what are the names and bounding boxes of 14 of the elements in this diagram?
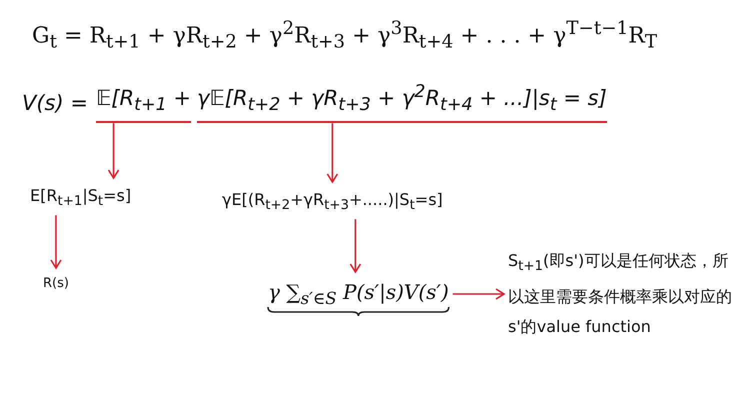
underlined-term: γ𝔼[R$_{t+2}$ + γR$_{t+3}$ + γ$^{2}$R$_{t+4}$ + ...]|s$_{t}$ = s] [197,82,607,124]
expectation-formula: E[R$_{t+1}$|S$_{t}$=s] [30,186,132,210]
arrow [452,288,505,300]
arrow [350,219,362,273]
note-text: S$_{t+1}$(即s')可以是任何状态，所以这里需要条件概率乘以对应的s'的value function [508,246,736,342]
underlined-term: 𝔼[R$_{t+1}$ + [96,86,192,124]
arrow [108,123,120,179]
formula-text: V(s) = [22,91,88,118]
return-formula: G$_{t}$ = R$_{t+1}$ + γR$_{t+2}$ + γ$^{2}$R$_{t+3}$ + γ$^{3}$R$_{t+4}$ + . . . + γ$^{T−t−1}$R$_{T}$ [32,18,658,53]
sum-formula: γ ∑$_{s′∈S}$ P(s′|s)V(s′) [268,280,449,308]
arrow [326,123,338,183]
expectation-formula: γE[(R$_{t+2}$+γR$_{t+3}$+.....)|S$_{t}$=s] [222,190,443,214]
arrow [50,215,62,269]
formula-text: R(s) [43,276,69,291]
